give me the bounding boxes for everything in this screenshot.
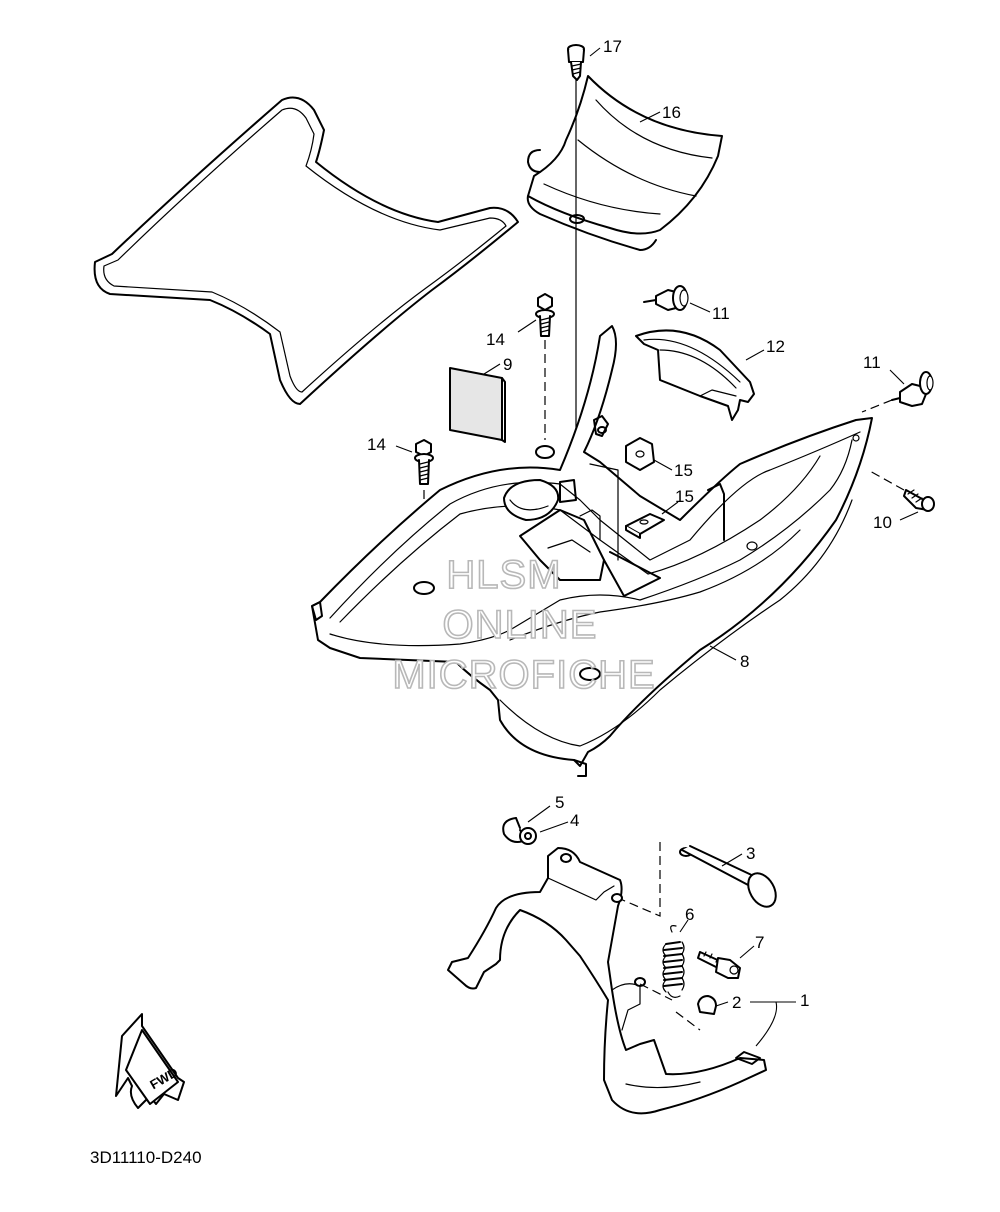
part-6-spring[interactable] [662,925,685,998]
callout-11-upper: 11 [712,304,730,323]
part-1-main-stand[interactable] [447,847,767,1115]
watermark-line-3: MICROFICHE [392,653,655,697]
callout-12: 12 [766,337,785,356]
callout-15-upper: 15 [674,461,693,480]
watermark-line-1: HLSM [446,553,561,597]
callout-14-upper: 14 [486,330,505,349]
part-15-nut-clip-upper[interactable] [625,437,655,471]
callout-3: 3 [746,844,755,863]
part-2-cap[interactable] [697,995,717,1015]
part-9-pad[interactable] [449,367,506,443]
part-14-bolt-upper[interactable] [535,293,555,337]
part-11-clip-upper[interactable] [643,285,689,311]
part-10-screw[interactable] [867,469,935,512]
callout-16: 16 [662,103,681,122]
callout-11-right: 11 [863,353,881,372]
watermark-line-2: ONLINE [443,603,598,647]
callout-8: 8 [740,652,749,671]
callout-15-lower: 15 [675,487,694,506]
callout-9: 9 [503,355,512,374]
callout-2: 2 [732,993,741,1012]
callout-10: 10 [873,513,892,532]
part-16-cover[interactable] [526,75,723,251]
watermark: HLSM ONLINE MICROFICHE [392,552,656,698]
callout-14-left: 14 [367,435,386,454]
callout-5: 5 [555,793,564,812]
callout-17: 17 [603,37,622,56]
part-13-floor-mat[interactable] [93,96,519,405]
part-12-cover-strip[interactable] [635,329,755,421]
callout-6: 6 [685,905,694,924]
part-7-bolt[interactable] [697,951,741,979]
part-15-nut-clip-lower[interactable] [625,513,665,539]
part-3-pivot-shaft[interactable] [679,845,781,912]
diagram-code: 3D11110-D240 [90,1148,202,1167]
part-14-bolt-left[interactable] [414,439,434,485]
fwd-arrow-icon: FWD [115,1013,185,1109]
part-17-screw[interactable] [567,44,585,81]
part-8-footrest-board[interactable] [311,325,873,777]
callout-4: 4 [570,811,579,830]
part-4-washer[interactable] [519,827,537,845]
part-11-clip-right[interactable] [861,371,934,413]
callout-1: 1 [800,991,809,1010]
callout-7: 7 [755,933,764,952]
